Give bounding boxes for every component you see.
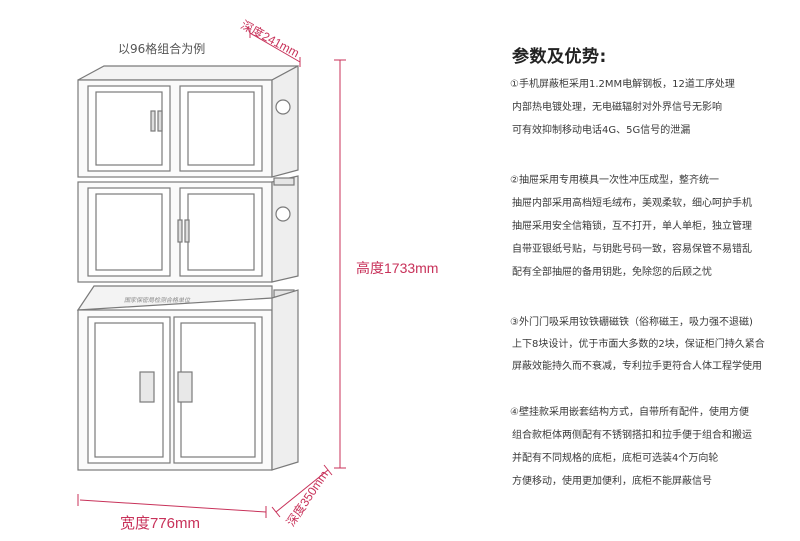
spec-line: 内部热电镀处理，无电磁辐射对外界信号无影响	[512, 102, 722, 113]
spec-line: ②抽屉采用专用模具一次性冲压成型，整齐统一	[510, 175, 719, 186]
spec-line: 组合款柜体两侧配有不锈钢搭扣和拉手便于组合和搬运	[512, 430, 752, 441]
spec-line: 抽屉内部采用高档短毛绒布，美观柔软，细心呵护手机	[512, 198, 752, 209]
spec-line: 自带亚银纸号贴，与钥匙号码一致，容易保管不易错乱	[512, 244, 752, 255]
base-cabinet	[76, 285, 299, 471]
specs-title: 参数及优势:	[512, 47, 607, 67]
spec-line: 配有全部抽屉的备用钥匙，免除您的后顾之忧	[512, 267, 712, 278]
spec-line: 方便移动，使用更加便利，底柜不能屏蔽信号	[512, 476, 712, 487]
width-label: 宽度776mm	[120, 515, 201, 532]
top-cabinet-module	[77, 64, 299, 178]
dimension-lines	[77, 28, 346, 518]
spec-line: ①手机屏蔽柜采用1.2MM电解钢板，12道工序处理	[510, 79, 735, 90]
lock-handle-icon	[139, 371, 155, 403]
spec-line: 屏蔽效能持久而不衰减，专利拉手更符合人体工程学使用	[512, 361, 762, 372]
spec-line: ④壁挂款采用嵌套结构方式，自带所有配件，使用方便	[510, 407, 749, 418]
lock-handle-icon	[177, 371, 193, 403]
spec-line: 上下8块设计，优于市面大多数的2块，保证柜门持久紧合	[512, 339, 765, 350]
spec-line: ③外门门吸采用钕铁硼磁铁（俗称磁王，吸力强不退磁)	[510, 317, 753, 328]
example-caption: 以96格组合为例	[118, 42, 206, 56]
door-handle-icon	[177, 219, 183, 243]
door-handle-icon	[150, 110, 156, 132]
door-handle-icon	[184, 219, 190, 243]
door-handle-icon	[157, 110, 163, 132]
side-latch-icons	[273, 99, 295, 298]
height-label: 高度1733mm	[356, 260, 439, 276]
spec-line: 抽屉采用安全信箱锁，互不打开，单人单柜，独立管理	[512, 221, 752, 232]
middle-cabinet-module	[77, 175, 299, 283]
specs-panel: 参数及优势: ①手机屏蔽柜采用1.2MM电解钢板，12道工序处理 内部热电镀处理…	[470, 42, 800, 487]
spec-line: 可有效抑制移动电话4G、5G信号的泄漏	[512, 125, 691, 136]
cabinet-label: 国家保密局检测合格单位	[124, 296, 191, 304]
spec-line: 并配有不同规格的底柜，底柜可选装4个万向轮	[512, 453, 719, 464]
